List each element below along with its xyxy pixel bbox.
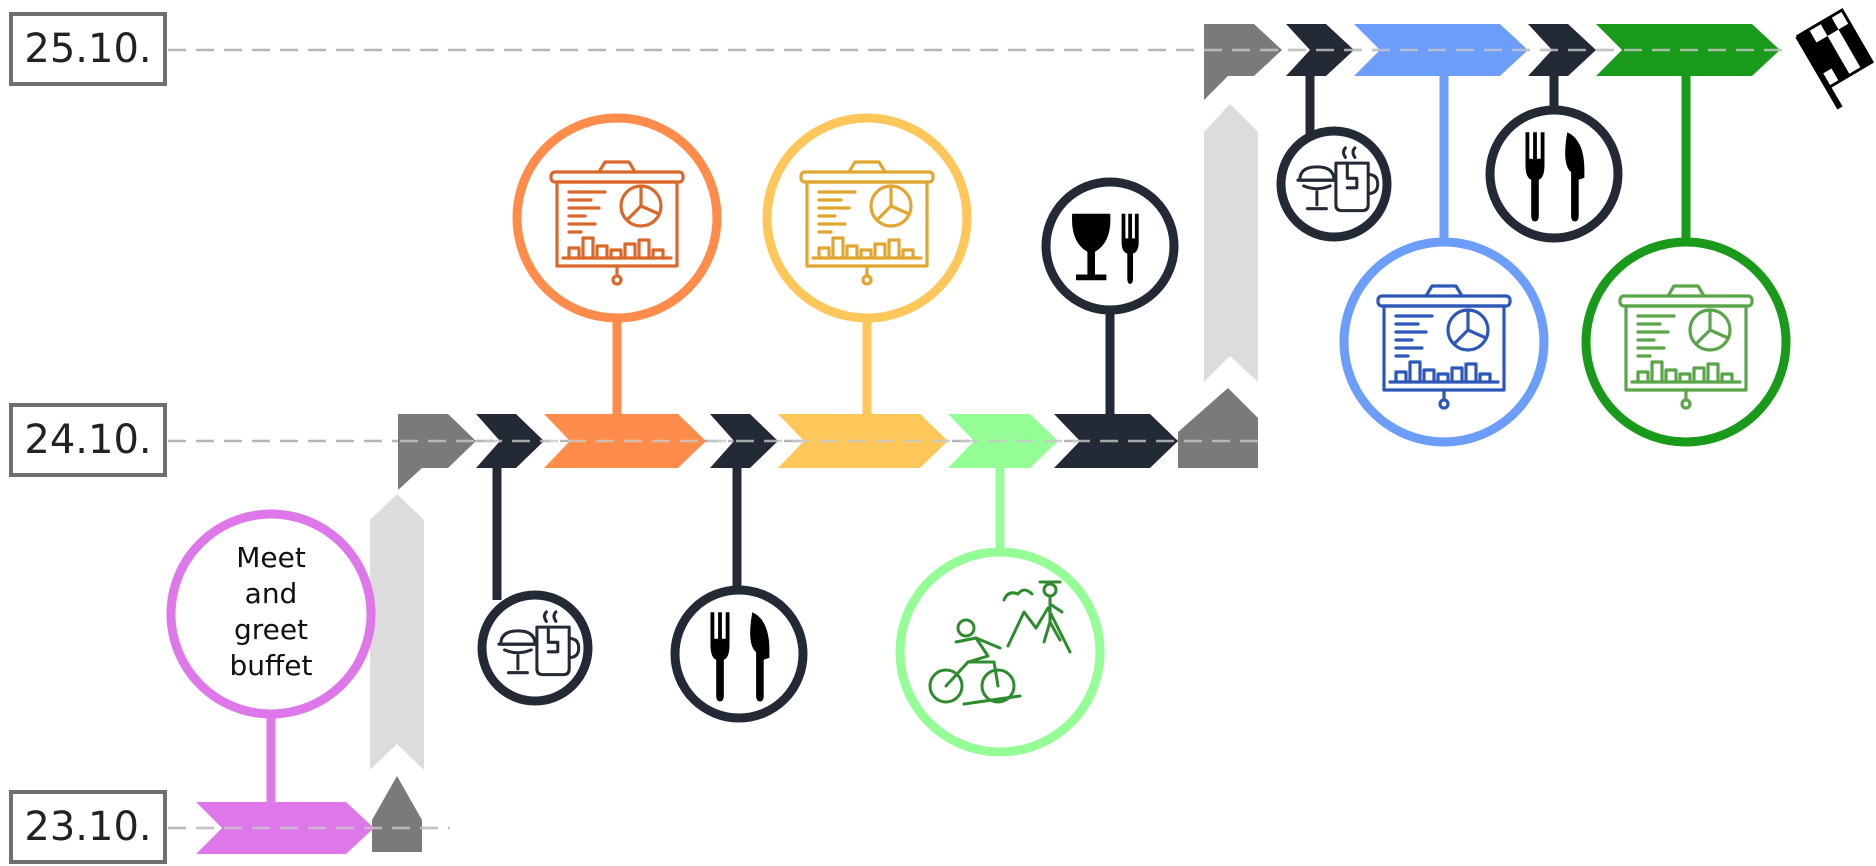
step-arrow-right-2 [1204,24,1282,100]
date-label-23-10: 23.10. [9,790,167,864]
step-arrow-up-1 [372,776,422,852]
bubble-presentation-green [1581,237,1791,447]
chevron-coffee-1 [476,414,544,468]
step-arrow-up-2 [1178,388,1258,468]
step-arrow-right-1 [398,414,476,490]
step-bar-2 [1204,104,1258,382]
bubble-coffee-break-2 [1276,126,1392,242]
chevron-lunch-2 [1528,24,1596,76]
bubble-presentation-yellow [762,113,972,323]
step-bar-1 [370,494,424,770]
meet-greet-label: Meet and greet buffet [229,541,313,682]
bubble-lunch-1 [670,585,808,723]
bubble-presentation-blue [1339,237,1549,447]
finish-flag-icon [1798,10,1872,108]
bubble-meet-greet [166,509,376,719]
bubble-coffee-break-1 [477,590,593,706]
bubble-lunch-2 [1485,105,1623,243]
step-arrows [370,24,1282,852]
date-label-24-10: 24.10. [9,403,167,477]
bubble-presentation-orange [512,113,722,323]
event-bubbles [166,105,1791,757]
bubble-dinner [1041,177,1179,315]
date-label-25-10: 25.10. [9,12,167,86]
